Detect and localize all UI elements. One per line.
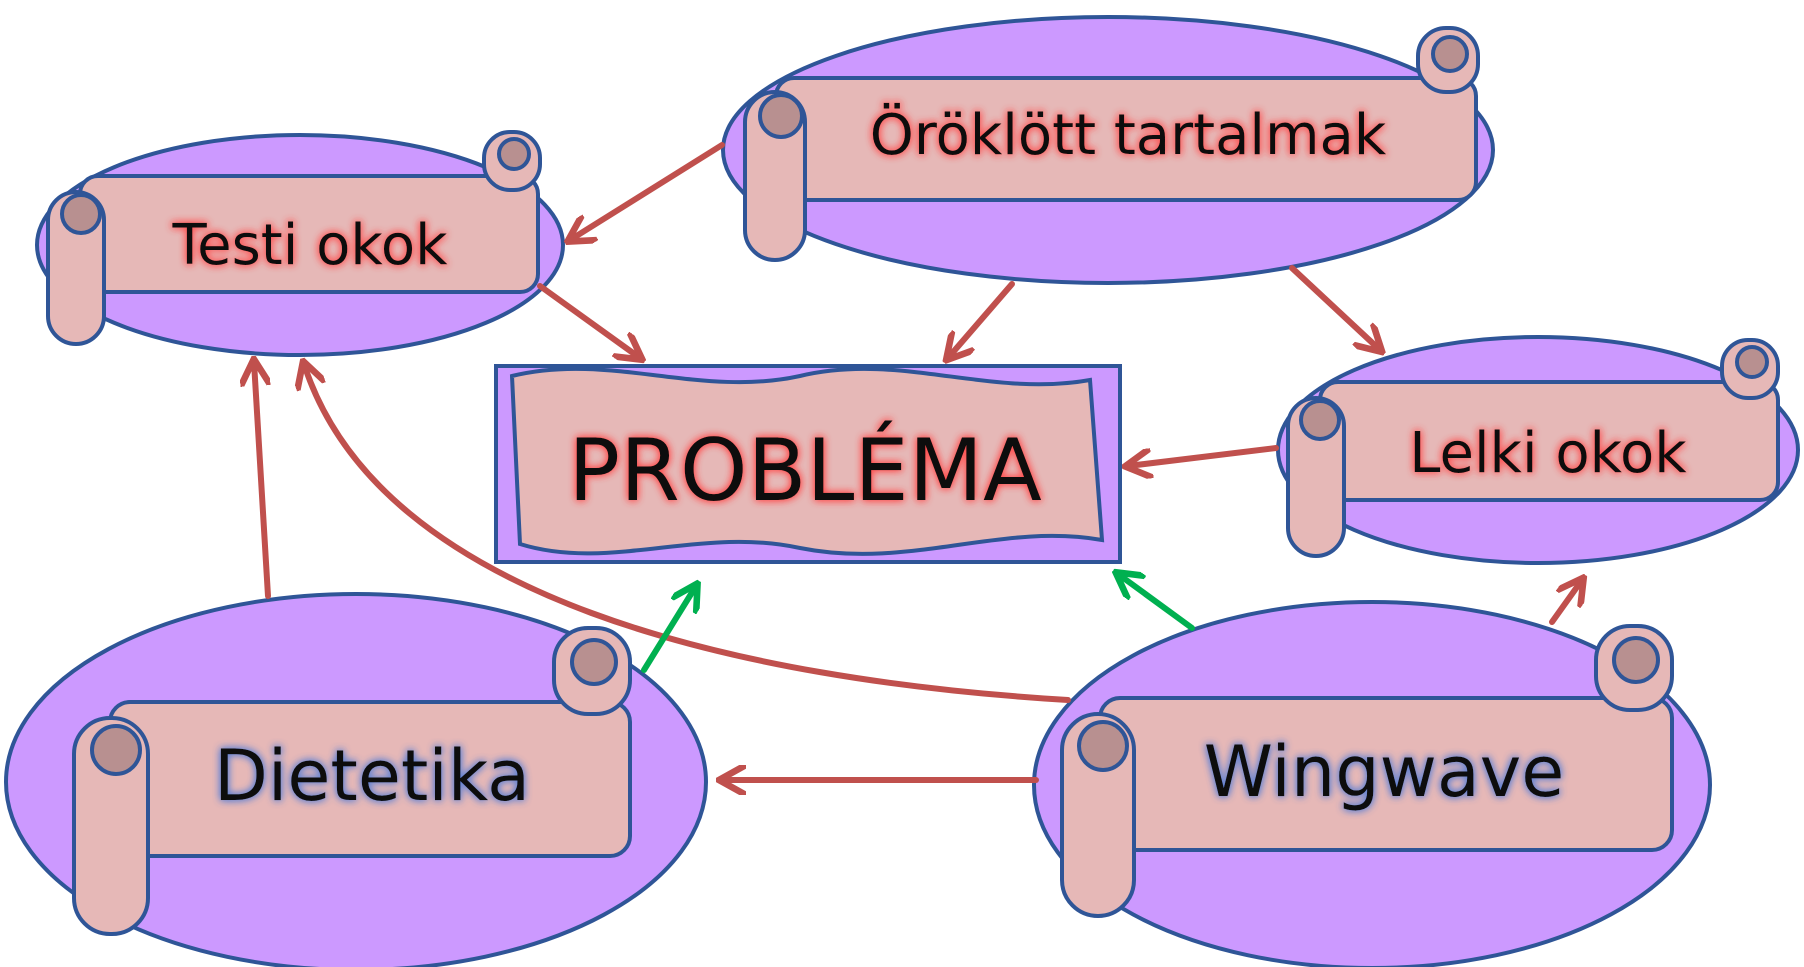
lelki-label: Lelki okok	[1409, 421, 1687, 486]
arrow-dietetika-to-testi	[254, 362, 271, 599]
oroklott-scroll	[743, 26, 1480, 262]
arrow-wingwave-to-testi	[304, 364, 1071, 703]
arrow-oroklott-to-problema	[948, 281, 1015, 358]
arrow-dietetika-to-problema	[641, 586, 696, 673]
problem-label: PROBLÉMA	[568, 420, 1042, 521]
wingwave-label: Wingwave	[1204, 731, 1565, 813]
testi-label: Testi okok	[171, 213, 448, 278]
arrow-wingwave-to-problema	[1118, 574, 1195, 631]
arrow-lelki-to-problema	[1128, 445, 1279, 466]
testi-scroll	[46, 130, 542, 346]
dietetika-scroll	[72, 626, 632, 936]
arrow-oroklott-to-testi	[570, 142, 725, 240]
arrow-wingwave-to-lelki	[1549, 580, 1582, 625]
arrow-oroklott-to-lelki	[1289, 265, 1380, 350]
lelki-scroll	[1286, 338, 1780, 558]
arrow-testi-to-problema	[537, 283, 640, 358]
dietetika-label: Dietetika	[214, 735, 530, 817]
problem-wave-banner	[509, 366, 1105, 556]
wingwave-scroll	[1060, 624, 1674, 918]
oroklott-label: Öröklött tartalmak	[870, 103, 1387, 168]
